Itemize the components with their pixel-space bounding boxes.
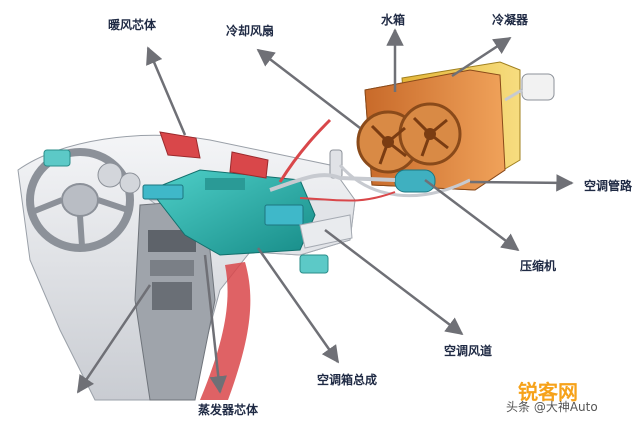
label-evaporator-core: 蒸发器芯体: [198, 403, 259, 417]
ac-pipes-illustration: [269, 88, 523, 202]
label-water-tank: 水箱: [381, 13, 406, 27]
arrow-footwell: [76, 284, 152, 394]
arrow-compressor: [424, 179, 520, 252]
label-compressor: 压缩机: [520, 259, 557, 273]
arrow-evaporator-core: [203, 254, 227, 394]
watermark-source: 头条 @大神Auto: [506, 400, 598, 414]
hvac-box-illustration: [142, 131, 353, 256]
label-ac-box-assembly: 空调箱总成: [317, 373, 378, 387]
arrow-ac-duct: [324, 229, 464, 336]
cooling-module-illustration: [329, 61, 555, 193]
watermark-brand: 锐客网: [518, 380, 578, 404]
arrow-ac-box-assembly: [256, 247, 340, 364]
label-condenser: 冷凝器: [492, 13, 529, 27]
arrow-condenser: [451, 36, 512, 78]
arrow-ac-pipe: [469, 174, 574, 192]
label-ac-pipe: 空调管路: [584, 179, 633, 193]
label-heater-core: 暖风芯体: [108, 18, 157, 32]
label-ac-duct: 空调风道: [444, 344, 493, 358]
label-cooling-fan: 冷却风扇: [226, 24, 275, 38]
pointer-arrows: [76, 28, 574, 394]
arrow-heater-core: [146, 46, 187, 136]
arrow-cooling-fan: [256, 48, 361, 129]
